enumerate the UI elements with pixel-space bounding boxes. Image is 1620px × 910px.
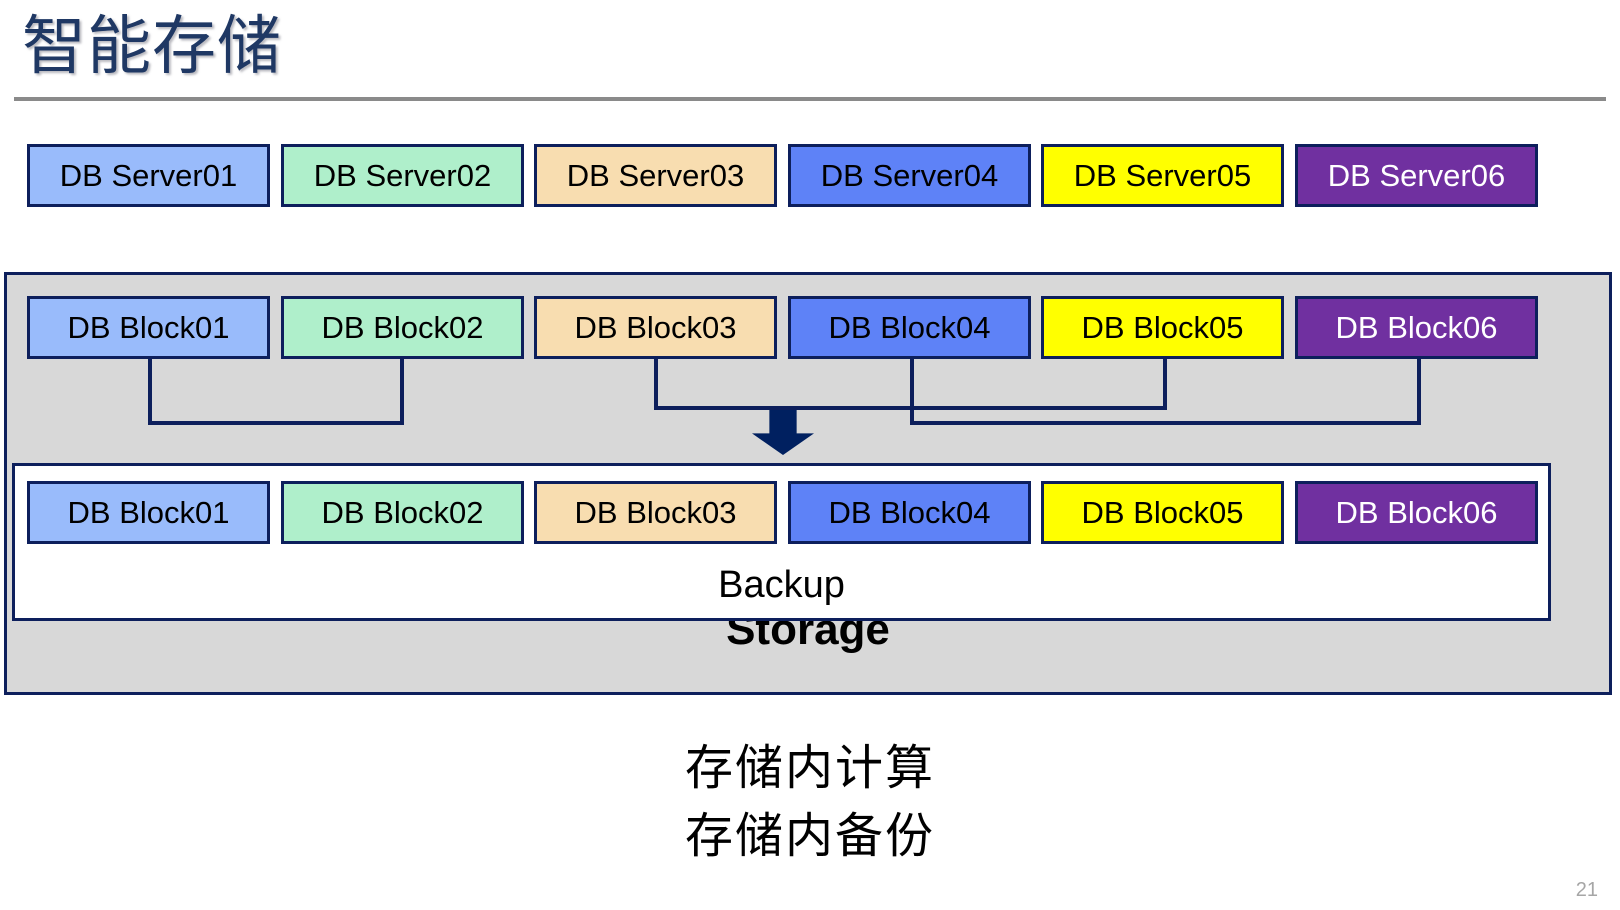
- db-block-top-box-6: DB Block06: [1295, 296, 1538, 359]
- db-block-top-box-label: DB Block01: [67, 310, 230, 345]
- db-server-box-1: DB Server01: [27, 144, 270, 207]
- db-server-box-4: DB Server04: [788, 144, 1031, 207]
- block04-drop: [910, 359, 914, 425]
- db-block-top-box-5: DB Block05: [1041, 296, 1284, 359]
- db-server-box-label: DB Server04: [820, 158, 999, 193]
- db-block-bottom-box-2: DB Block02: [281, 481, 524, 544]
- block05-drop: [1163, 359, 1167, 410]
- title-divider: [14, 97, 1606, 101]
- block01-drop: [148, 359, 152, 425]
- db-block-top-box-label: DB Block04: [828, 310, 991, 345]
- db-block-top-box-3: DB Block03: [534, 296, 777, 359]
- db-block-bottom-box-6: DB Block06: [1295, 481, 1538, 544]
- db-server-box-label: DB Server06: [1327, 158, 1506, 193]
- db-block-bottom-box-label: DB Block05: [1081, 495, 1244, 530]
- db-server-box-6: DB Server06: [1295, 144, 1538, 207]
- block01-02-join: [148, 421, 404, 425]
- db-block-top-box-label: DB Block05: [1081, 310, 1244, 345]
- db-server-box-label: DB Server01: [59, 158, 238, 193]
- footer-line-1: 存储内计算: [684, 742, 935, 795]
- db-server-box-3: DB Server03: [534, 144, 777, 207]
- db-block-top-box-2: DB Block02: [281, 296, 524, 359]
- footer-notes: 存储内计算存储内备份: [0, 735, 1620, 871]
- block06-drop: [1417, 359, 1421, 425]
- db-block-bottom-box-5: DB Block05: [1041, 481, 1284, 544]
- db-block-bottom-box-3: DB Block03: [534, 481, 777, 544]
- footer-line-2: 存储内备份: [684, 810, 935, 863]
- db-block-bottom-box-label: DB Block04: [828, 495, 991, 530]
- db-block-top-box-label: DB Block02: [321, 310, 484, 345]
- db-block-top-box-1: DB Block01: [27, 296, 270, 359]
- db-block-top-box-label: DB Block03: [574, 310, 737, 345]
- block04-06-join: [910, 421, 1421, 425]
- page-number: 21: [1575, 879, 1598, 901]
- db-block-top-box-4: DB Block04: [788, 296, 1031, 359]
- block03-drop: [654, 359, 658, 410]
- db-server-box-label: DB Server03: [566, 158, 745, 193]
- db-block-bottom-box-label: DB Block06: [1335, 495, 1498, 530]
- db-block-bottom-box-4: DB Block04: [788, 481, 1031, 544]
- db-server-box-label: DB Server05: [1073, 158, 1252, 193]
- db-block-bottom-box-label: DB Block01: [67, 495, 230, 530]
- db-server-box-2: DB Server02: [281, 144, 524, 207]
- db-block-bottom-box-label: DB Block03: [574, 495, 737, 530]
- db-block-bottom-box-label: DB Block02: [321, 495, 484, 530]
- db-block-bottom-box-1: DB Block01: [27, 481, 270, 544]
- backup-label: Backup: [718, 564, 845, 606]
- db-block-top-box-label: DB Block06: [1335, 310, 1498, 345]
- db-server-box-5: DB Server05: [1041, 144, 1284, 207]
- db-server-box-label: DB Server02: [313, 158, 492, 193]
- page-title: 智能存储: [22, 10, 282, 82]
- block02-drop: [400, 359, 404, 425]
